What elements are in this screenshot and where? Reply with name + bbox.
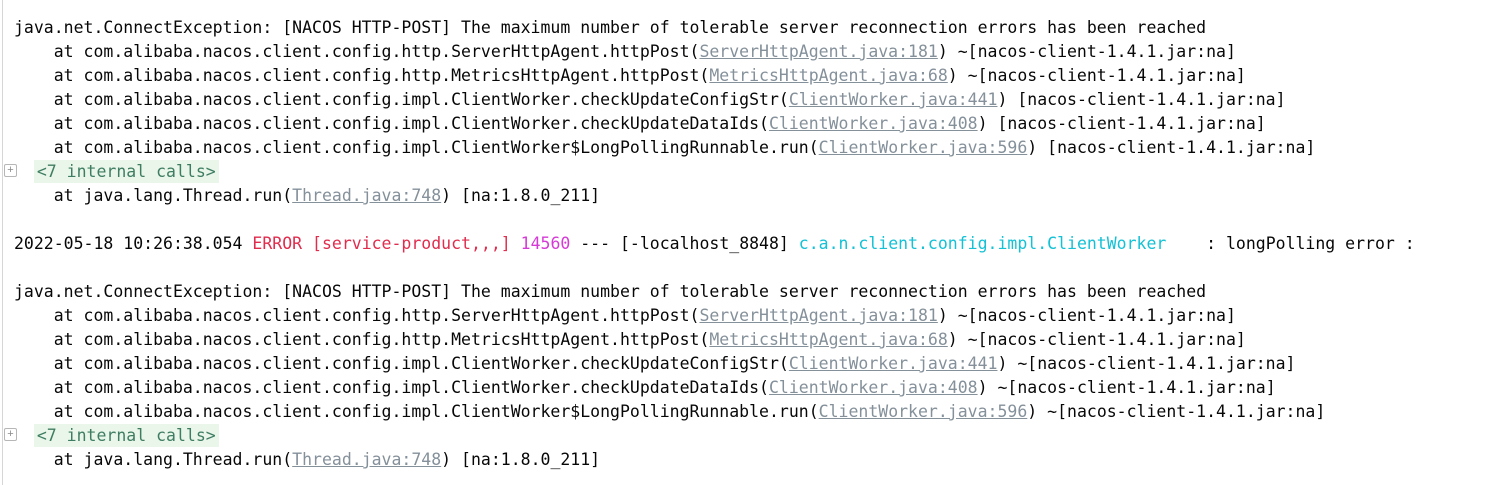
log-text-plain: at com.alibaba.nacos.client.config.impl.…: [14, 354, 789, 373]
console-line: [14, 208, 1494, 232]
log-text-plain: ) [nacos-client-1.4.1.jar:na]: [1027, 138, 1316, 157]
log-text-error: ERROR [service-product,,,]: [252, 234, 511, 253]
source-location-link[interactable]: MetricsHttpAgent.java:68: [709, 66, 948, 85]
source-location-link[interactable]: ClientWorker.java:596: [818, 138, 1028, 157]
console-output: java.net.ConnectException: [NACOS HTTP-P…: [14, 16, 1494, 472]
log-text-plain: ) ~[nacos-client-1.4.1.jar:na]: [937, 42, 1236, 61]
console-line: at com.alibaba.nacos.client.config.http.…: [14, 64, 1494, 88]
log-text-plain: at java.lang.Thread.run(: [14, 450, 293, 469]
console-line: 2022-05-18 10:26:38.054 ERROR [service-p…: [14, 232, 1494, 256]
log-text-plain: ) [na:1.8.0_211]: [441, 186, 601, 205]
console-line: at com.alibaba.nacos.client.config.http.…: [14, 40, 1494, 64]
source-location-link[interactable]: ServerHttpAgent.java:181: [699, 306, 938, 325]
console-line-folded: <7 internal calls>: [14, 160, 1494, 184]
log-text-plain: ) ~[nacos-client-1.4.1.jar:na]: [1027, 402, 1326, 421]
log-text-plain: 2022-05-18 10:26:38.054: [14, 234, 253, 253]
console-line: at com.alibaba.nacos.client.config.http.…: [14, 304, 1494, 328]
source-location-link[interactable]: Thread.java:748: [292, 186, 442, 205]
console-line: at com.alibaba.nacos.client.config.impl.…: [14, 376, 1494, 400]
console-line: [14, 256, 1494, 280]
console-line: java.net.ConnectException: [NACOS HTTP-P…: [14, 280, 1494, 304]
log-text-pid: 14560: [520, 234, 571, 253]
console-line: at java.lang.Thread.run(Thread.java:748)…: [14, 448, 1494, 472]
source-location-link[interactable]: ClientWorker.java:441: [788, 354, 998, 373]
log-text-plain: --- [-localhost_8848]: [570, 234, 799, 253]
log-text-plain: ) [nacos-client-1.4.1.jar:na]: [977, 114, 1266, 133]
log-text-plain: ) [nacos-client-1.4.1.jar:na]: [997, 90, 1286, 109]
console-line: at com.alibaba.nacos.client.config.http.…: [14, 328, 1494, 352]
source-location-link[interactable]: ClientWorker.java:596: [818, 402, 1028, 421]
console-line: at com.alibaba.nacos.client.config.impl.…: [14, 88, 1494, 112]
expand-fold-icon[interactable]: +: [4, 164, 17, 177]
console-line: at java.lang.Thread.run(Thread.java:748)…: [14, 184, 1494, 208]
log-text-plain: ) [na:1.8.0_211]: [441, 450, 601, 469]
console-line: at com.alibaba.nacos.client.config.impl.…: [14, 136, 1494, 160]
source-location-link[interactable]: MetricsHttpAgent.java:68: [709, 330, 948, 349]
log-text-plain: ) ~[nacos-client-1.4.1.jar:na]: [947, 330, 1246, 349]
console-line: java.net.ConnectException: [NACOS HTTP-P…: [14, 16, 1494, 40]
console-line: at com.alibaba.nacos.client.config.impl.…: [14, 112, 1494, 136]
gutter-separator: [2, 0, 3, 485]
console-line: at com.alibaba.nacos.client.config.impl.…: [14, 352, 1494, 376]
log-text-plain: java.net.ConnectException: [NACOS HTTP-P…: [14, 18, 1207, 37]
log-text-plain: : longPolling error :: [1166, 234, 1425, 253]
source-location-link[interactable]: ServerHttpAgent.java:181: [699, 42, 938, 61]
log-text-plain: at com.alibaba.nacos.client.config.impl.…: [14, 90, 789, 109]
log-text-plain: java.net.ConnectException: [NACOS HTTP-P…: [14, 282, 1207, 301]
log-text-plain: ) ~[nacos-client-1.4.1.jar:na]: [997, 354, 1296, 373]
log-text-plain: [511, 234, 521, 253]
console-line-folded: <7 internal calls>: [14, 424, 1494, 448]
log-text-plain: ) ~[nacos-client-1.4.1.jar:na]: [977, 378, 1276, 397]
console-line: at com.alibaba.nacos.client.config.impl.…: [14, 400, 1494, 424]
log-text-plain: at com.alibaba.nacos.client.config.impl.…: [14, 402, 819, 421]
log-text-plain: at com.alibaba.nacos.client.config.impl.…: [14, 138, 819, 157]
log-text-plain: ) ~[nacos-client-1.4.1.jar:na]: [947, 66, 1246, 85]
log-text-plain: at com.alibaba.nacos.client.config.impl.…: [14, 114, 769, 133]
log-text-plain: at com.alibaba.nacos.client.config.impl.…: [14, 378, 769, 397]
log-text-plain: at com.alibaba.nacos.client.config.http.…: [14, 66, 710, 85]
log-text-plain: at com.alibaba.nacos.client.config.http.…: [14, 306, 700, 325]
log-text-logger: c.a.n.client.config.impl.ClientWorker: [798, 234, 1167, 253]
log-text-plain: ) ~[nacos-client-1.4.1.jar:na]: [937, 306, 1236, 325]
source-location-link[interactable]: ClientWorker.java:408: [768, 114, 978, 133]
source-location-link[interactable]: ClientWorker.java:441: [788, 90, 998, 109]
expand-fold-icon[interactable]: +: [4, 428, 17, 441]
source-location-link[interactable]: ClientWorker.java:408: [768, 378, 978, 397]
log-text-plain: at com.alibaba.nacos.client.config.http.…: [14, 42, 700, 61]
log-text-plain: at java.lang.Thread.run(: [14, 186, 293, 205]
folded-internal-calls[interactable]: <7 internal calls>: [33, 160, 219, 183]
log-text-plain: at com.alibaba.nacos.client.config.http.…: [14, 330, 710, 349]
folded-internal-calls[interactable]: <7 internal calls>: [33, 424, 219, 447]
source-location-link[interactable]: Thread.java:748: [292, 450, 442, 469]
